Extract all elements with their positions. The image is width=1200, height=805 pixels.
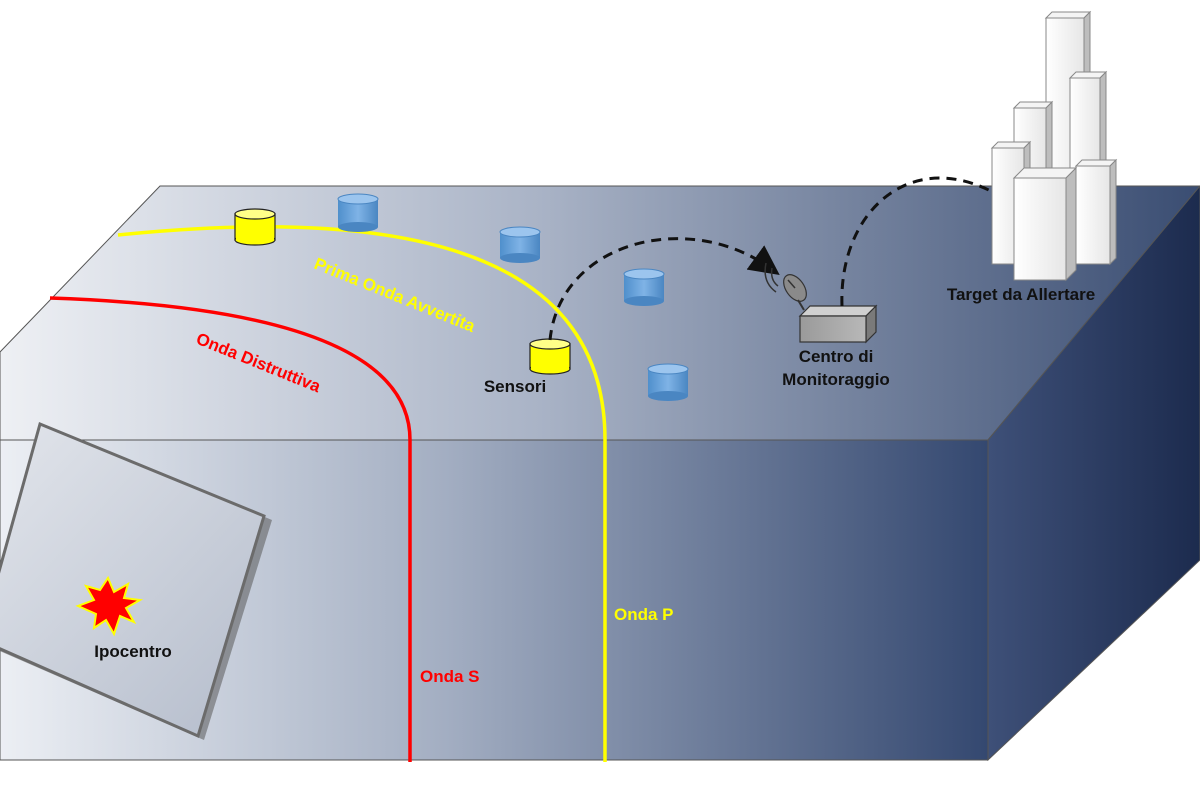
sensor-idle [499,226,541,263]
city-buildings-icon [990,10,1118,282]
sensor-active [234,208,276,246]
monitoring-centre-box [798,304,878,344]
target-label: Target da Allertare [947,285,1095,304]
sensor-idle [647,363,689,401]
satellite-dish-icon [764,262,807,311]
sensor-active [529,338,571,375]
onda-p-label: Onda P [614,605,674,624]
ipocentro-label: Ipocentro [94,642,171,661]
sensori-label: Sensori [484,377,546,396]
centro-label-line1: Centro di [799,347,874,366]
block-side-face [987,185,1200,762]
signal-arrow-to-centre [548,237,780,341]
onda-s-label: Onda S [420,667,480,686]
sensor-idle [337,193,379,232]
signal-arrow-to-targets [840,176,1040,307]
explosion-icon [75,575,144,637]
sensor-idle [623,268,665,306]
fault-plane [0,421,272,740]
centro-label-line2: Monitoraggio [782,370,890,389]
s-wave-line [49,296,412,762]
